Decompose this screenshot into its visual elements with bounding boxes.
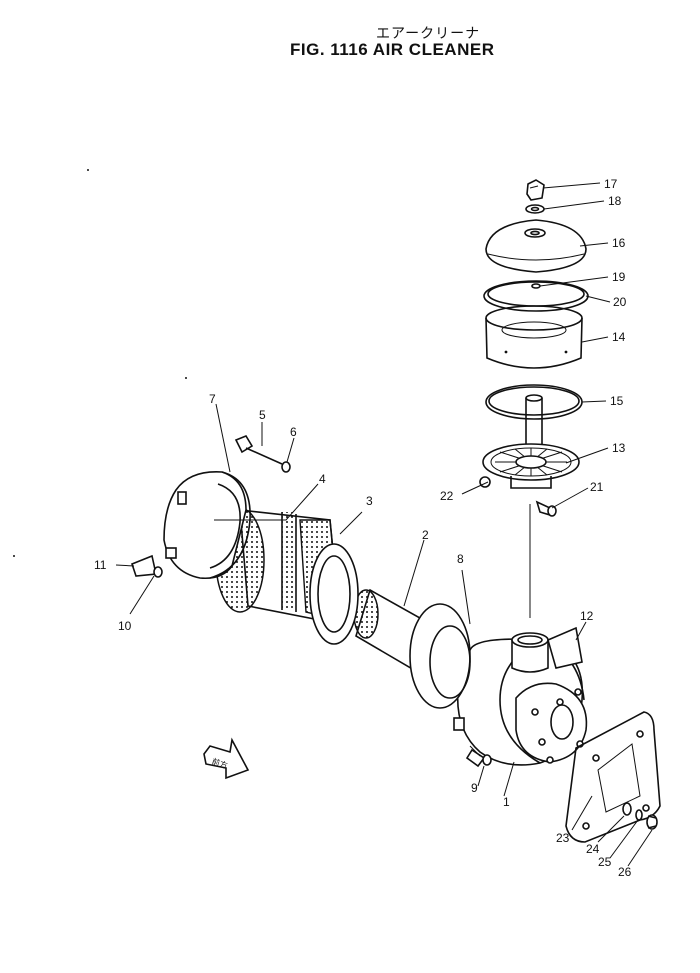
seal-ring-15 [485, 384, 583, 420]
fitting-26 [646, 814, 658, 830]
callout-8: 8 [457, 552, 464, 566]
callout-7: 7 [209, 392, 216, 406]
callout-5: 5 [259, 408, 266, 422]
clip-11 [131, 554, 157, 577]
washer-18 [525, 204, 545, 214]
callout-1: 1 [503, 795, 510, 809]
bolt-21 [535, 500, 557, 517]
callout-20: 20 [613, 295, 627, 309]
figure-title-japanese: エアークリーナ [376, 26, 481, 42]
outer-element-3 [215, 507, 359, 645]
callout-24: 24 [586, 842, 600, 856]
cover-16 [485, 219, 587, 273]
callout-9: 9 [471, 781, 478, 795]
callout-2: 2 [422, 528, 429, 542]
callout-3: 3 [366, 494, 373, 508]
callout-17: 17 [604, 177, 618, 191]
callout-13: 13 [612, 441, 626, 455]
callout-14: 14 [612, 330, 626, 344]
callout-19: 19 [612, 270, 626, 284]
leader-lines [115, 182, 653, 867]
housing-1 [453, 626, 588, 766]
callout-26: 26 [618, 865, 632, 879]
callout-15: 15 [610, 394, 624, 408]
bowl-14 [485, 305, 583, 369]
washer-6 [281, 461, 291, 473]
callout-22: 22 [440, 489, 454, 503]
fitting-25 [635, 809, 643, 821]
bolt-9 [465, 748, 492, 768]
callout-18: 18 [608, 194, 622, 208]
wing-bolt-5 [234, 435, 283, 465]
gasket-8 [409, 603, 471, 709]
front-direction-marker: 前方 [203, 737, 250, 780]
callout-11: 11 [94, 558, 107, 572]
callout-10: 10 [118, 619, 132, 633]
separator-13 [482, 443, 580, 489]
callout-12: 12 [580, 609, 594, 623]
callout-4: 4 [319, 472, 326, 486]
callout-23: 23 [556, 831, 570, 845]
stem-13 [525, 394, 543, 450]
callout-labels: 1 2 3 4 5 6 7 8 9 10 11 12 13 14 15 16 1… [94, 177, 632, 879]
callout-25: 25 [598, 855, 612, 869]
callout-21: 21 [590, 480, 604, 494]
callout-16: 16 [612, 236, 626, 250]
callout-6: 6 [290, 425, 297, 439]
cap-17 [526, 179, 545, 201]
fitting-24 [622, 802, 632, 816]
nut-10 [153, 566, 163, 578]
end-cover-7 [163, 471, 251, 580]
figure-title: FIG. 1116 AIR CLEANER [290, 40, 495, 59]
front-marker-text: 前方 [211, 756, 229, 770]
